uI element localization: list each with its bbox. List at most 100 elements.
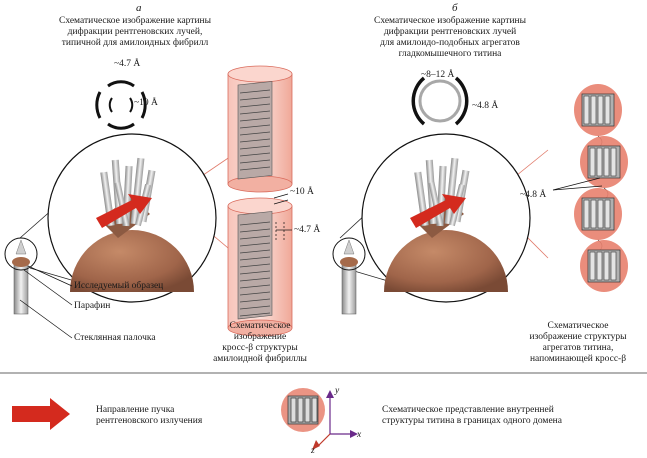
label-sample: Исследуемый образец [74,281,164,291]
axis-label-z: z [311,446,315,456]
beta-strand [239,291,271,296]
ring-label-a-outer: ~4.7 Å [114,59,141,69]
beta-strand [239,131,271,136]
beta-strand [239,124,271,129]
ring-label-b-inner: ~4.8 Å [472,101,499,111]
titin-strand [596,251,603,281]
titin-aggregate [574,84,628,292]
titin-strand [597,95,604,125]
titin-strand [610,147,617,177]
fibril-caption-line4: амилоидной фибриллы [213,354,307,364]
beta-strand [239,305,271,310]
titin-caption-line1: Схематическое [547,321,609,331]
titin-strand [583,199,590,229]
spacing-label-48: ~4.8 Å [520,190,547,200]
beta-strand [239,228,271,233]
beta-strand [239,96,271,101]
legend-domain-line2: структуры титина в границах одного домен… [382,416,562,426]
leader-glass-a [19,299,73,339]
panel-letter-a: а [136,2,142,14]
leader-paraffin-a [23,269,73,306]
beta-strand [239,152,271,157]
legend-beam-arrow [12,398,70,430]
titin-caption: Схематическое изображение структуры агре… [514,321,642,365]
caption-a-line2: дифракции рентгеновских лучей, [67,27,203,37]
beta-strand [239,277,271,282]
axis-label-y: y [335,386,340,396]
caption-b-line4: гладкомышечного титина [398,49,502,59]
titin-strand [589,147,596,177]
titin-caption-line4: напоминающей кросс-β [529,354,627,364]
titin-strand [603,147,610,177]
spacing-label-10: ~10 Å [290,187,314,197]
beta-strand [239,284,271,289]
titin-strand [597,199,604,229]
legend-domain-icon [281,388,325,432]
dim-48-b [552,185,603,191]
diffraction-pattern-b [411,76,469,126]
sample-blob-a [70,230,194,292]
titin-caption-line2: изображение структуры [529,332,627,342]
axis-triad [312,390,358,450]
titin-caption-line3: агрегатов титина, [542,343,614,353]
caption-b: Схематическое изображение картины дифрак… [352,16,548,60]
caption-b-line2: дифракции рентгеновских лучей [383,27,517,37]
ring-label-a-inner: ~10 Å [134,98,158,108]
beta-strands-a [239,89,271,317]
beta-strand [239,270,271,275]
dim-10-a [273,193,289,199]
label-glass-rod: Стеклянная палочка [74,333,156,343]
caption-a: Схематическое изображение картины дифрак… [30,16,240,49]
beta-strand [239,263,271,268]
caption-b-line3: для амилоидо-подобных агрегатов [380,38,520,48]
fibril-caption: Схематическое изображение кросс-β структ… [196,321,324,365]
titin-strand [596,147,603,177]
beta-strand [239,145,271,150]
beam-arrow-b [410,194,466,228]
beta-strand [239,249,271,254]
caption-a-line3: типичной для амилоидных фибрилл [61,38,209,48]
ring-label-b-outer: ~8–12 Å [421,70,455,80]
fibril-cylinder-bottom [227,197,293,337]
spacing-label-47: ~4.7 Å [294,225,321,235]
beta-strand [239,242,271,247]
titin-strand [603,251,610,281]
beta-strand [239,110,271,115]
beta-strand [239,89,271,94]
panel-letter-b: б [452,2,458,14]
beta-strand [239,221,271,226]
beta-strand [239,103,271,108]
beam-arrow-a [96,194,152,228]
titin-strand [590,95,597,125]
axis-label-x: x [357,430,362,440]
titin-strand [604,95,611,125]
beta-strand [239,235,271,240]
legend-domain-line1: Схематическое представление внутренней [382,405,554,415]
beta-strand [239,138,271,143]
leader-sample-a [27,265,73,287]
fibril-caption-line2: изображение [233,332,287,342]
titin-strand [604,199,611,229]
titin-strand [583,95,590,125]
legend-beam-line1: Направление пучка [96,405,175,415]
beta-strand [239,166,271,171]
diffraction-pattern-a [95,80,147,130]
legend-domain-label: Схематическое представление внутренней с… [382,405,562,427]
titin-strand [610,251,617,281]
dim-10-b [273,199,289,205]
legend-beam-line2: рентгеновского излучения [96,416,203,426]
label-paraffin: Парафин [74,301,111,311]
beta-strand [239,312,271,317]
beta-strand [239,256,271,261]
titin-strand [589,251,596,281]
fibril-cylinder-top [227,65,293,193]
titin-strand [590,199,597,229]
sample-holder-b [332,237,366,315]
sample-holder-a [4,237,38,315]
caption-a-line1: Схематическое изображение картины [58,16,212,26]
fibril-caption-line1: Схематическое [229,321,291,331]
fibril-caption-line3: кросс-β структуры [222,343,298,353]
beta-strand [239,298,271,303]
beta-strand [239,117,271,122]
